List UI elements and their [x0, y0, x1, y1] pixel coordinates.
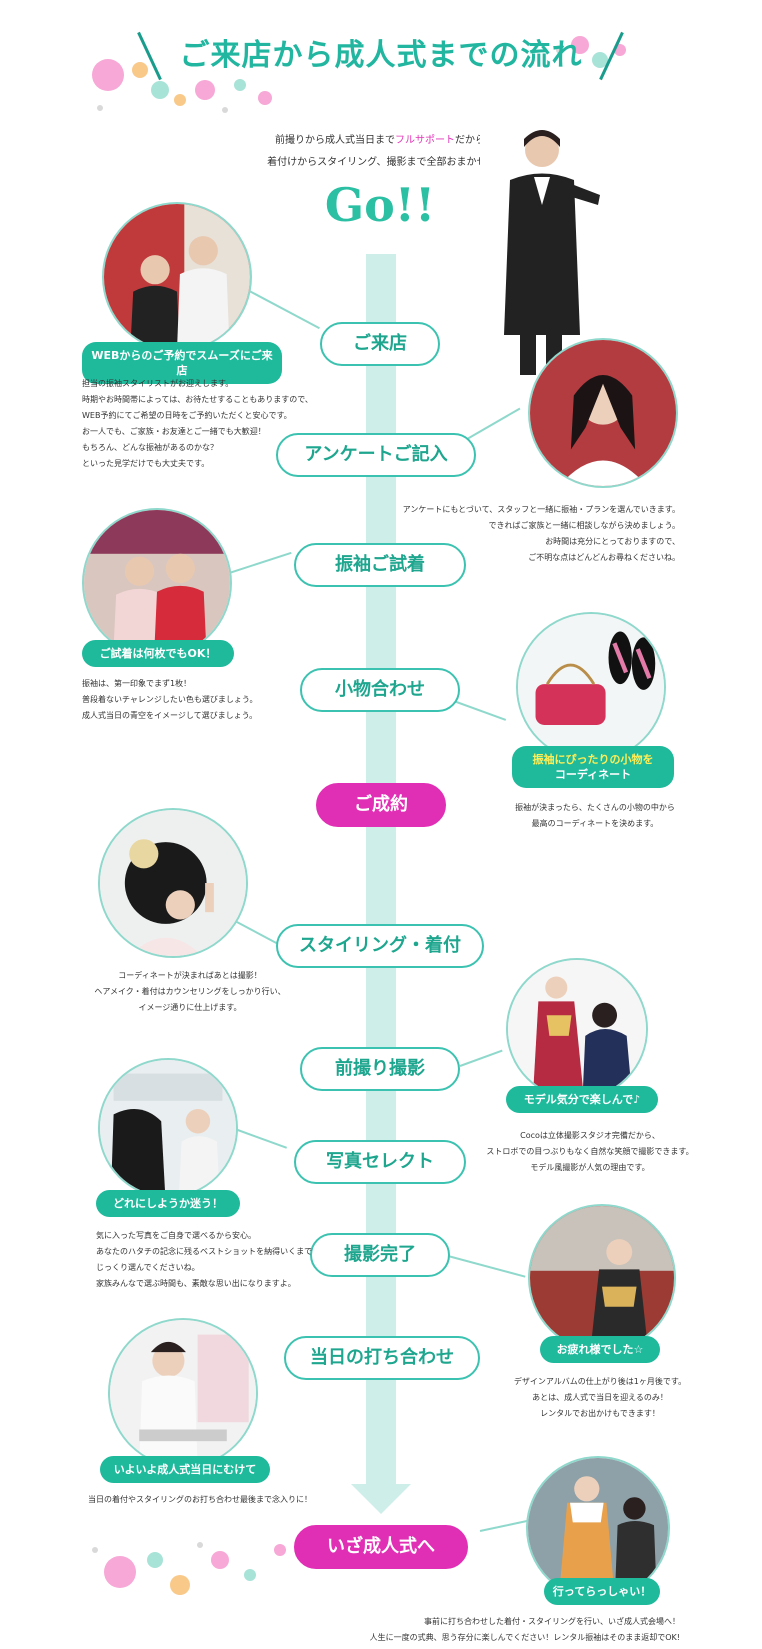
desc-done-line: レンタルでお出かけもできます！ [540, 1409, 660, 1418]
photo-styling [98, 808, 248, 958]
desc-tryon-line: 成人式当日の青空をイメージして選びましょう。 [82, 711, 258, 720]
photo-ceremony [526, 1456, 670, 1600]
desc-styling-line: イメージ通りに仕上げます。 [138, 1003, 242, 1012]
desc-survey-line: ご不明な点はどんどんお尋ねくださいね。 [528, 553, 680, 562]
desc-tryon-line: 振袖は、第一印象でまず1枚！ [82, 679, 192, 688]
desc-go-line: 事前に打ち合わせした着付・スタイリングを行い、いざ成人式会場へ！ [424, 1617, 680, 1626]
pill-model: モデル気分で楽しんで♪ [506, 1086, 658, 1113]
pill-accessory-line2: コーディネート [554, 768, 632, 781]
photo-select [98, 1058, 238, 1198]
step-survey: アンケートご記入 [276, 433, 476, 477]
desc-styling: コーディネートが決まればあとは撮影！ ヘアメイク・着付はカウンセリングをしっかり… [70, 968, 310, 1016]
staff-photo [480, 125, 610, 380]
connector-1 [239, 285, 320, 330]
step-contract: ご成約 [316, 783, 446, 827]
photo-visit [102, 202, 252, 352]
desc-styling-line: ヘアメイク・着付はカウンセリングをしっかり行い、 [94, 987, 286, 996]
pill-done: お疲れ様でした☆ [540, 1336, 660, 1363]
desc-done-line: デザインアルバムの仕上がり後は1ヶ月後です。 [513, 1377, 687, 1386]
desc-select-line: 家族みんなで選ぶ時間も、素敵な思い出になりますよ。 [96, 1279, 296, 1288]
desc-done-line: あとは、成人式で当日を迎えるのみ！ [532, 1393, 668, 1402]
photo-accessory [516, 612, 666, 762]
intro-line1-after: だから [455, 135, 485, 146]
desc-go: 事前に打ち合わせした着付・スタイリングを行い、いざ成人式会場へ！ 人生に一度の式… [340, 1614, 680, 1646]
desc-meeting: 当日の着付やスタイリングのお打ち合わせ最後まで念入りに！ [88, 1492, 328, 1508]
desc-visit-line: もちろん、どんな振袖があるのかな？ [82, 443, 218, 452]
desc-visit-line: WEB予約にてご希望の日時をご予約いただくと安心です。 [82, 411, 292, 420]
desc-accessory-line: 最高のコーディネートを決めます。 [531, 819, 659, 828]
desc-select-line: じっくり選んでくださいね。 [96, 1263, 200, 1272]
connector-8 [447, 1255, 526, 1278]
desc-survey-line: できればご家族と一緒に相談しながら決めましょう。 [488, 521, 680, 530]
step-tryon: 振袖ご試着 [294, 543, 466, 587]
pill-go: 行ってらっしゃい！ [544, 1578, 660, 1605]
desc-model-line: Cocoは立体撮影スタジオ完備だから、 [520, 1131, 660, 1140]
intro-line2: 着付けからスタイリング、撮影まで全部おまかせ♪ [267, 157, 493, 168]
pill-accessory-line1: 振袖にぴったりの小物を [532, 753, 654, 766]
step-photo-select: 写真セレクト [294, 1140, 466, 1184]
desc-model-line: モデル風撮影が人気の理由です。 [530, 1163, 650, 1172]
desc-accessory: 振袖が決まったら、たくさんの小物の中から 最高のコーディネートを決めます。 [490, 800, 700, 832]
desc-meeting-line: 当日の着付やスタイリングのお打ち合わせ最後まで念入りに！ [88, 1495, 312, 1504]
pill-meeting: いよいよ成人式当日にむけて [100, 1456, 270, 1483]
desc-tryon: 振袖は、第一印象でまず1枚！ 普段着ないチャレンジしたい色も選びましょう。 成人… [82, 676, 322, 724]
desc-survey: アンケートにもとづいて、スタッフと一緒に振袖・プランを選んでいきます。 できれば… [380, 502, 680, 566]
page-title: ご来店から成人式までの流れ [179, 38, 583, 73]
pill-accessory: 振袖にぴったりの小物を コーディネート [512, 746, 674, 788]
photo-shoot-complete [528, 1204, 676, 1352]
step-styling: スタイリング・着付 [276, 924, 484, 968]
desc-accessory-line: 振袖が決まったら、たくさんの小物の中から [515, 803, 675, 812]
step-accessory: 小物合わせ [300, 668, 460, 712]
desc-select-line: 気に入った写真をご自身で選べるから安心。 [96, 1231, 256, 1240]
desc-select-line: あなたのハタチの記念に残るベストショットを納得いくまで [96, 1247, 313, 1256]
desc-tryon-line: 普段着ないチャレンジしたい色も選びましょう。 [82, 695, 258, 704]
desc-survey-line: お時間は充分にとっておりますので、 [545, 537, 680, 546]
step-ceremony: いざ成人式へ [294, 1525, 468, 1569]
intro-highlight: フルサポート [395, 135, 455, 146]
step-photoshoot: 前撮り撮影 [300, 1047, 460, 1091]
pill-tryon: ご試着は何枚でもOK！ [82, 640, 234, 667]
desc-visit-line: といった見学だけでも大丈夫です。 [82, 459, 210, 468]
timeline-arrow [351, 1484, 411, 1514]
desc-styling-line: コーディネートが決まればあとは撮影！ [118, 971, 262, 980]
photo-tryon [82, 508, 232, 658]
desc-visit-line: 時期やお時間帯によっては、お待たせすることもありますので、 [82, 395, 313, 404]
desc-visit-line: お一人でも、ご家族・お友達とご一緒でも大歓迎！ [82, 427, 266, 436]
footer-flower-decoration [92, 1542, 286, 1595]
photo-photoshoot [506, 958, 648, 1100]
intro-text: 前撮りから成人式当日までフルサポートだから 着付けからスタイリング、撮影まで全部… [190, 130, 570, 174]
desc-model: Cocoは立体撮影スタジオ完備だから、 ストロボでの目つぶりもなく自然な笑顔で撮… [470, 1128, 710, 1176]
step-meeting: 当日の打ち合わせ [284, 1336, 480, 1380]
intro-line1-before: 前撮りから成人式当日まで [275, 135, 395, 146]
go-label: Go!! [324, 178, 436, 232]
pill-visit: WEBからのご予約でスムーズにご来店 [82, 342, 282, 384]
desc-go-line: 人生に一度の式典、思う存分に楽しんでください！レンタル振袖はそのまま返却でOK! [369, 1633, 680, 1642]
pill-select: どれにしようか迷う！ [96, 1190, 240, 1217]
desc-select: 気に入った写真をご自身で選べるから安心。 あなたのハタチの記念に残るベストショッ… [96, 1228, 336, 1292]
desc-model-line: ストロボでの目つぶりもなく自然な笑顔で撮影できます。 [486, 1147, 694, 1156]
desc-visit-line: 担当の振袖スタイリストがお迎えします。 [82, 379, 234, 388]
desc-done: デザインアルバムの仕上がり後は1ヶ月後です。 あとは、成人式で当日を迎えるのみ！… [500, 1374, 700, 1422]
photo-survey [528, 338, 678, 488]
step-shoot-complete: 撮影完了 [310, 1233, 450, 1277]
connector-7 [234, 1128, 288, 1149]
connector-6 [459, 1049, 503, 1067]
header-flower-decoration [92, 36, 626, 113]
step-visit: ご来店 [320, 322, 440, 366]
photo-meeting [108, 1318, 258, 1468]
desc-survey-line: アンケートにもとづいて、スタッフと一緒に振袖・プランを選んでいきます。 [402, 505, 680, 514]
desc-visit: 担当の振袖スタイリストがお迎えします。 時期やお時間帯によっては、お待たせするこ… [82, 376, 322, 472]
